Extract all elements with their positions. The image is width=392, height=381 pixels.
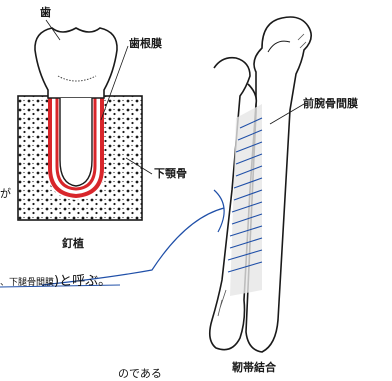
label-syndesmosis: 靭帯結合 bbox=[232, 362, 276, 373]
gomphosis-diagram bbox=[18, 20, 152, 220]
tooth-root bbox=[60, 98, 92, 186]
label-interosseous-membrane: 前腕骨間膜 bbox=[303, 98, 358, 109]
body-text-fragment-mid: 、下腿骨間膜)と呼ぶ。 bbox=[0, 275, 111, 288]
body-text-leg-membrane: 、下腿骨間膜 bbox=[0, 278, 54, 288]
body-text-fragment-bottom: のである bbox=[118, 368, 162, 379]
label-tooth: 歯 bbox=[40, 7, 51, 18]
label-periodontal-ligament: 歯根膜 bbox=[129, 38, 162, 49]
label-gomphosis: 釘植 bbox=[62, 238, 84, 249]
label-mandible: 下顎骨 bbox=[154, 168, 187, 179]
syndesmosis-diagram bbox=[210, 17, 311, 352]
body-text-call-it: )と呼ぶ。 bbox=[54, 274, 111, 289]
body-text-fragment-top: が bbox=[0, 188, 11, 199]
tooth-crown bbox=[35, 28, 117, 98]
